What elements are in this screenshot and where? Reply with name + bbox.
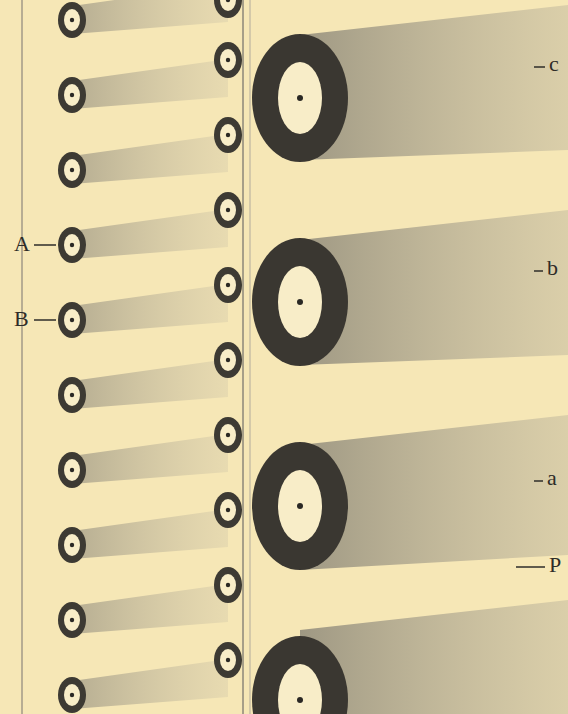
part-label: b — [547, 255, 558, 281]
part-label: B — [14, 306, 29, 332]
part-label: A — [14, 231, 30, 257]
part-label: c — [549, 51, 559, 77]
part-label: a — [547, 465, 557, 491]
part-label: P — [549, 552, 561, 578]
